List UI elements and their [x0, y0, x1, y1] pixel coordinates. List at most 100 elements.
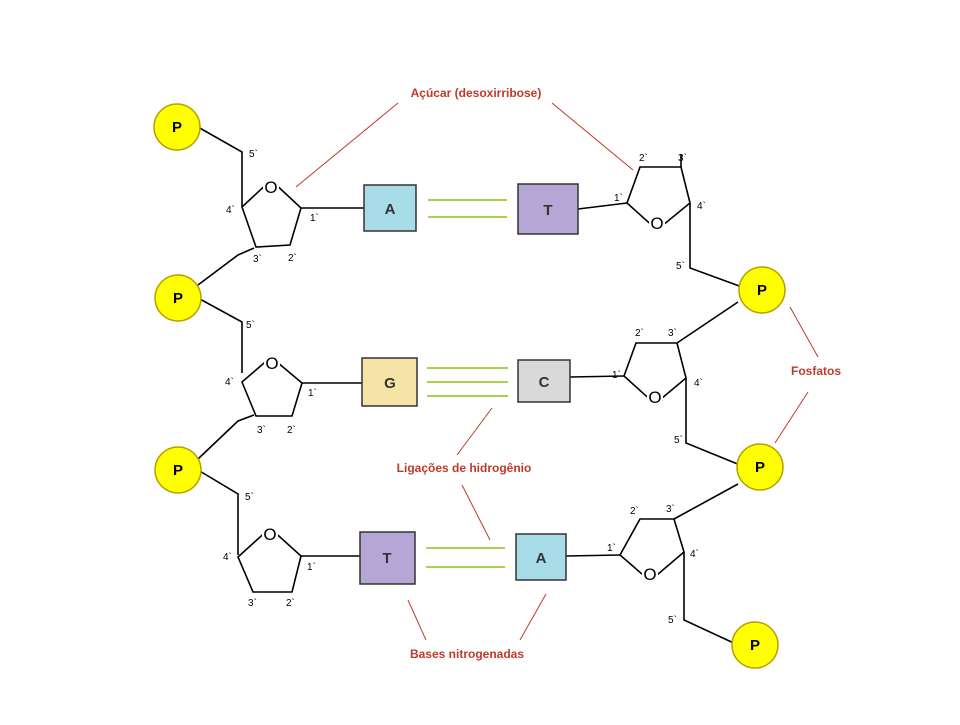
carbon-label-3: 3` [666, 503, 675, 515]
phosphate-label: P [750, 637, 760, 654]
carbon-label-5: 5` [676, 260, 685, 272]
phosphate-label: P [757, 282, 767, 299]
carbon-numbers: 5` 4` 1` 3` 2` 5` 4` 1` 3` 2` 5` 4` 1` 3… [223, 148, 706, 626]
carbon-label-5: 5` [249, 148, 258, 160]
pointer-hbond-bottom [461, 484, 491, 541]
left-backbone-2 [197, 297, 243, 373]
carbon-label-2: 2` [287, 424, 296, 436]
base-box-G [361, 357, 418, 407]
carbon-label-5: 5` [668, 614, 677, 626]
oxygen-label: O [648, 388, 661, 407]
right-glycosidic-3 [565, 554, 621, 557]
right-glycosidic-1 [577, 202, 628, 210]
left-link-2 [197, 414, 255, 460]
right-backbone-1 [689, 203, 743, 288]
phosphate-circle [736, 443, 784, 491]
phosphate-label: P [173, 290, 183, 307]
carbon-label-2: 2` [635, 327, 644, 339]
base-pair-2: G C [361, 357, 571, 407]
hydrogen-bonds [426, 199, 508, 568]
base-label: A [536, 550, 547, 567]
carbon-label-1: 1` [307, 561, 316, 573]
carbon-label-4: 4` [225, 376, 234, 388]
pointer-sugar-right [551, 102, 634, 171]
carbon-label-3: 3` [257, 424, 266, 436]
base-box-A [363, 184, 417, 232]
carbon-label-5: 5` [245, 491, 254, 503]
pointer-sugar-left [295, 102, 399, 188]
base-box-T [359, 531, 416, 585]
oxygen-label: O [265, 354, 278, 373]
base-box-C [517, 359, 571, 403]
carbon-label-1: 1` [612, 369, 621, 381]
base-label: T [543, 202, 552, 219]
phosphate-groups: P P P P P P [153, 103, 786, 669]
right-link-2 [676, 301, 739, 344]
carbon-label-5: 5` [246, 319, 255, 331]
pointer-phosphate-top [789, 306, 819, 358]
carbon-label-2: 2` [630, 505, 639, 517]
carbon-label-4: 4` [226, 204, 235, 216]
phosphate-label: P [755, 459, 765, 476]
left-sugar-ring-3 [237, 526, 302, 593]
oxygen-label: O [263, 525, 276, 544]
hydrogen-bonds-label: Ligações de hidrogênio [397, 461, 532, 475]
oxygen-label: O [264, 178, 277, 197]
right-link-3 [673, 483, 739, 520]
phosphate-label: P [172, 119, 182, 136]
left-backbone-1 [197, 126, 243, 207]
carbon-label-2: 2` [639, 152, 648, 164]
left-backbone-3 [197, 469, 239, 555]
left-sugar-ring-2 [241, 355, 303, 417]
carbon-label-1: 1` [310, 212, 319, 224]
oxygen-labels: O O O O O O [263, 178, 663, 584]
base-label: G [384, 375, 396, 392]
carbon-label-3: 3` [248, 597, 257, 609]
oxygen-label: O [643, 565, 656, 584]
carbon-label-4: 4` [223, 551, 232, 563]
carbon-label-4: 4` [694, 377, 703, 389]
carbon-label-5: 5` [674, 434, 683, 446]
phosphate-circle [738, 266, 786, 314]
carbon-label-2: 2` [286, 597, 295, 609]
phosphate-circle [153, 103, 201, 151]
pointer-hbond-top [456, 407, 493, 456]
pointer-bases-left [407, 599, 427, 641]
carbon-label-1: 1` [614, 192, 623, 204]
callout-labels: Açúcar (desoxirribose) Fosfatos Ligações… [397, 86, 842, 661]
sugar-label: Açúcar (desoxirribose) [411, 86, 542, 100]
pointer-lines [295, 102, 819, 641]
carbon-label-2: 2` [288, 252, 297, 264]
left-sugar-ring-1 [241, 178, 302, 248]
phosphate-circle [154, 446, 202, 494]
base-label: T [382, 550, 391, 567]
pointer-phosphate-bottom [774, 391, 809, 444]
carbon-label-1: 1` [607, 542, 616, 554]
phosphate-circle [154, 274, 202, 322]
base-box-T [517, 183, 579, 235]
carbon-label-3: 3` [678, 152, 687, 164]
right-backbone-2 [685, 378, 741, 466]
carbon-label-3: 3` [253, 253, 262, 265]
carbon-label-4: 4` [697, 200, 706, 212]
left-link-1 [197, 247, 255, 286]
base-pair-1: A T [363, 183, 579, 235]
phosphate-circle [731, 621, 779, 669]
right-glycosidic-2 [569, 375, 625, 378]
phosphates-label: Fosfatos [791, 364, 841, 378]
left-strand [197, 126, 364, 593]
carbon-label-3: 3` [668, 327, 677, 339]
base-label: A [385, 201, 396, 218]
carbon-label-1: 1` [308, 387, 317, 399]
oxygen-label: O [650, 214, 663, 233]
base-pair-3: T A [359, 531, 567, 585]
pointer-bases-right [519, 593, 547, 641]
carbon-label-4: 4` [690, 548, 699, 560]
base-box-A [515, 533, 567, 581]
base-label: C [539, 374, 550, 391]
nitrogenous-bases-label: Bases nitrogenadas [410, 647, 524, 661]
right-backbone-3 [683, 552, 739, 646]
phosphate-label: P [173, 462, 183, 479]
